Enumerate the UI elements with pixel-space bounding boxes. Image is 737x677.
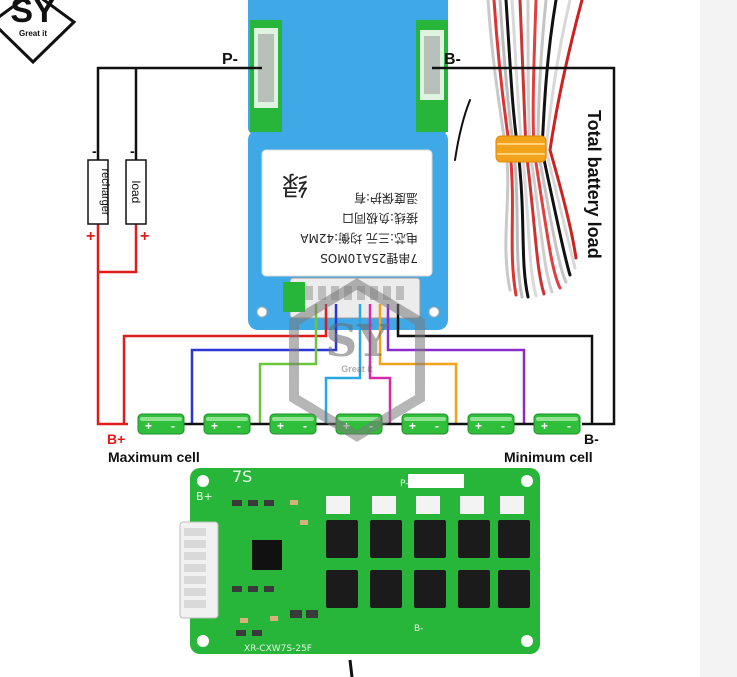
battery-cell: +- bbox=[269, 413, 317, 435]
cell-plus-sign: + bbox=[145, 419, 152, 433]
recharger-minus: - bbox=[92, 143, 97, 159]
mosfet bbox=[326, 570, 358, 608]
right-margin-strip bbox=[700, 0, 737, 677]
cable-tie bbox=[495, 135, 547, 163]
mosfet bbox=[326, 520, 358, 558]
mosfet bbox=[370, 520, 402, 558]
mosfet bbox=[498, 570, 530, 608]
mosfet bbox=[370, 570, 402, 608]
minimum-cell-label: Minimum cell bbox=[504, 449, 593, 465]
maximum-cell-label: Maximum cell bbox=[108, 449, 200, 465]
cell-minus-sign: - bbox=[171, 419, 175, 433]
recharger-plus: + bbox=[86, 228, 95, 245]
mosfet bbox=[414, 520, 446, 558]
sticker-line-1: 7串锂25A10MOS bbox=[320, 251, 418, 266]
total-battery-load-label: Total battery load bbox=[584, 110, 604, 259]
cell-minus-sign: - bbox=[237, 419, 241, 433]
watermark-letters: SY bbox=[325, 316, 389, 367]
battery-cell: +- bbox=[401, 413, 449, 435]
cell-minus-sign: - bbox=[303, 419, 307, 433]
cell-plus-sign: + bbox=[475, 419, 482, 433]
mosfet bbox=[414, 570, 446, 608]
mosfet bbox=[458, 570, 490, 608]
logo-letters: SY bbox=[10, 0, 56, 30]
cell-plus-sign: + bbox=[211, 419, 218, 433]
cell-minus-sign: - bbox=[501, 419, 505, 433]
recharger-box: recharger - + bbox=[86, 143, 111, 245]
brand-logo: SY Great it bbox=[0, 0, 77, 65]
pcb-lead-wire bbox=[348, 659, 354, 677]
load-plus: + bbox=[140, 228, 149, 245]
battery-cell: +- bbox=[203, 413, 251, 435]
battery-cell: +- bbox=[467, 413, 515, 435]
battery-cell: +- bbox=[533, 413, 581, 435]
terminal-b-plus: B+ bbox=[107, 431, 125, 447]
pcb-model-label: XR-CXW7S-25F bbox=[244, 644, 312, 654]
mosfet bbox=[458, 520, 490, 558]
sticker-handwriting: 绿 bbox=[282, 169, 308, 199]
terminal-p-minus: P- bbox=[222, 51, 238, 68]
terminal-b-minus-top: B- bbox=[444, 51, 461, 68]
pcb-silk-labels: 7S B+ XR-CXW7S-25F B- P- bbox=[196, 467, 423, 654]
load-minus: - bbox=[130, 143, 135, 159]
cell-minus-sign: - bbox=[435, 419, 439, 433]
pcb-b-plus-label: B+ bbox=[196, 490, 213, 503]
recharger-label: recharger bbox=[99, 168, 111, 215]
cell-plus-sign: + bbox=[409, 419, 416, 433]
battery-cells: +-+-+-+-+-+-+- bbox=[137, 413, 581, 435]
watermark: SY Great it bbox=[289, 278, 425, 442]
mosfet bbox=[498, 520, 530, 558]
watermark-tagline: Great it bbox=[341, 364, 373, 374]
cell-minus-sign: - bbox=[567, 419, 571, 433]
load-box: load - + bbox=[125, 143, 149, 245]
sticker-text-group: 7串锂25A10MOS 电芯:三元 均衡:42MA 接线:负极同口 温度保护:有… bbox=[282, 169, 418, 266]
pcb-7s-label: 7S bbox=[232, 467, 252, 486]
pcb-p-minus-label: P- bbox=[400, 479, 408, 489]
battery-cell: +- bbox=[137, 413, 185, 435]
pcb-b-minus-label: B- bbox=[414, 624, 423, 634]
main-wiring bbox=[96, 66, 616, 426]
cell-plus-sign: + bbox=[541, 419, 548, 433]
sticker-line-3: 接线:负极同口 bbox=[342, 211, 418, 226]
load-box-label: load bbox=[129, 181, 143, 204]
terminal-b-minus-bottom: B- bbox=[584, 431, 599, 447]
sticker-line-2: 电芯:三元 均衡:42MA bbox=[299, 231, 418, 245]
sense-cable-bundle bbox=[454, 0, 584, 299]
bms-board-top: 7串锂25A10MOS 电芯:三元 均衡:42MA 接线:负极同口 温度保护:有… bbox=[248, 0, 448, 330]
bms-pcb-bottom bbox=[179, 468, 540, 654]
logo-tagline: Great it bbox=[19, 29, 47, 38]
sticker-line-4: 温度保护:有 bbox=[354, 191, 418, 206]
mosfet-array bbox=[326, 520, 530, 608]
cell-plus-sign: + bbox=[277, 419, 284, 433]
